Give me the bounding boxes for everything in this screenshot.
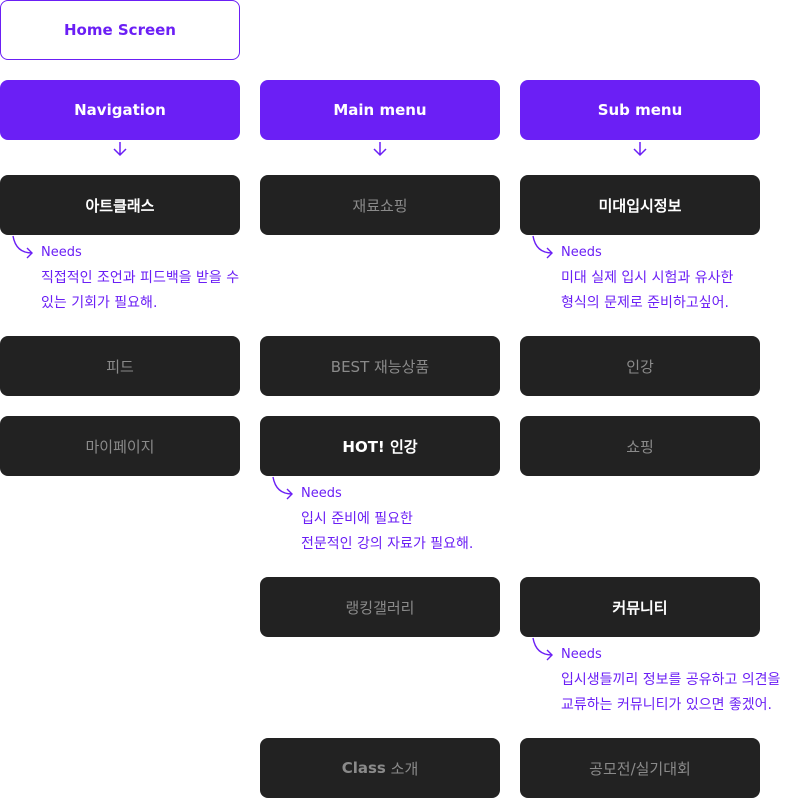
main-item-label: 재료쇼핑 [352,196,408,215]
note-line: 전문적인 강의 자료가 필요해. [301,536,474,552]
navigation-header: Navigation [0,80,240,140]
home-screen-label: Home Screen [63,21,176,39]
note-hot-lecture: Needs 입시 준비에 필요한 전문적인 강의 자료가 필요해. [301,486,473,557]
sub-item-shopping: 쇼핑 [520,416,760,476]
nav-item-feed: 피드 [0,336,240,396]
sub-item-lecture: 인강 [520,336,760,396]
note-line: 미대 실제 입시 시험과 유사한 [561,270,734,286]
main-item-class-intro: Class 소개 [260,738,500,798]
sub-item-label: 인강 [626,357,654,376]
main-item-label: 소개 [390,759,419,778]
main-item-label: HOT! 인강 [342,437,418,456]
sub-item-entrance-info: 미대입시정보 [520,175,760,235]
note-entrance-info: Needs 미대 실제 입시 시험과 유사한 형식의 문제로 준비하고싶어. [561,245,733,316]
note-line: 교류하는 커뮤니티가 있으면 좋겠어. [561,697,772,713]
sub-menu-header-label: Sub menu [597,101,683,119]
note-line: 있는 기회가 필요해. [41,295,158,311]
sub-item-label: 쇼핑 [626,437,654,456]
curved-arrow-icon [272,476,293,500]
needs-label: Needs [301,486,342,501]
nav-item-mypage: 마이페이지 [0,416,240,476]
nav-item-artclass: 아트클래스 [0,175,240,235]
needs-label: Needs [561,245,602,260]
down-arrow-icon [373,142,387,157]
nav-item-label: 마이페이지 [85,437,155,456]
note-line: 형식의 문제로 준비하고싶어. [561,295,729,311]
sub-menu-header: Sub menu [520,80,760,140]
down-arrow-icon [113,142,127,157]
sub-item-contest: 공모전/실기대회 [520,738,760,798]
sub-item-community: 커뮤니티 [520,577,760,637]
note-line: 입시생들끼리 정보를 공유하고 의견을 [561,672,781,688]
main-menu-header: Main menu [260,80,500,140]
needs-label: Needs [41,245,82,260]
curved-arrow-icon [532,235,553,259]
note-artclass: Needs 직접적인 조언과 피드백을 받을 수 있는 기회가 필요해. [41,245,239,316]
main-item-hot-lecture: HOT! 인강 [260,416,500,476]
curved-arrow-icon [12,235,33,259]
home-screen-box: Home Screen [0,0,240,60]
main-menu-header-label: Main menu [333,101,427,119]
nav-item-label: 아트클래스 [85,196,155,215]
curved-arrow-icon [532,637,553,661]
main-item-material-shopping: 재료쇼핑 [260,175,500,235]
nav-item-label: 피드 [106,357,134,376]
sub-item-label: 커뮤니티 [612,598,668,617]
main-item-label: 랭킹갤러리 [345,598,415,617]
note-line: 입시 준비에 필요한 [301,511,413,527]
sub-item-label: 공모전/실기대회 [589,759,691,778]
main-item-best-talent: BEST 재능상품 [260,336,500,396]
sub-item-label: 미대입시정보 [598,196,682,215]
down-arrow-icon [633,142,647,157]
needs-label: Needs [561,647,602,662]
main-item-ranking-gallery: 랭킹갤러리 [260,577,500,637]
main-item-label: BEST 재능상품 [330,357,430,376]
navigation-header-label: Navigation [74,101,166,119]
class-prefix-label: Class [341,759,386,777]
note-community: Needs 입시생들끼리 정보를 공유하고 의견을 교류하는 커뮤니티가 있으면… [561,647,780,718]
note-line: 직접적인 조언과 피드백을 받을 수 [41,270,240,286]
